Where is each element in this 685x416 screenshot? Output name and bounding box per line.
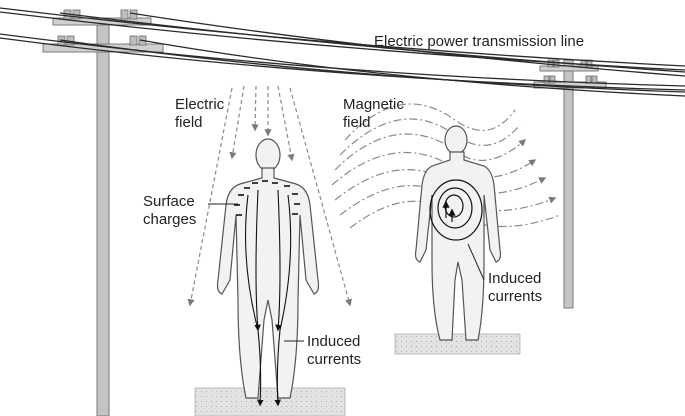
induced-current-loops-right (429, 179, 483, 241)
leader-lines (208, 203, 485, 342)
induced-currents-right-label: Induced currents (488, 270, 543, 305)
ground-left (194, 387, 346, 416)
electric-field-label: Electric field (175, 96, 225, 131)
transmission-wires (0, 7, 685, 97)
magnetic-field-label: Magnetic field (343, 96, 404, 131)
utility-pole-left (42, 9, 164, 416)
electric-field-arrows (187, 85, 352, 307)
ground-right (394, 333, 521, 355)
transmission-line-label: Electric power transmission line (374, 33, 585, 50)
utility-pole-right (533, 59, 607, 309)
human-figure-right (414, 125, 502, 341)
induced-currents-left-label: Induced currents (307, 333, 362, 368)
surface-charges-label: Surface charges (143, 193, 197, 228)
induced-current-paths-left (245, 189, 292, 407)
human-figure-left (216, 138, 320, 399)
surface-charges-marks (234, 180, 300, 216)
